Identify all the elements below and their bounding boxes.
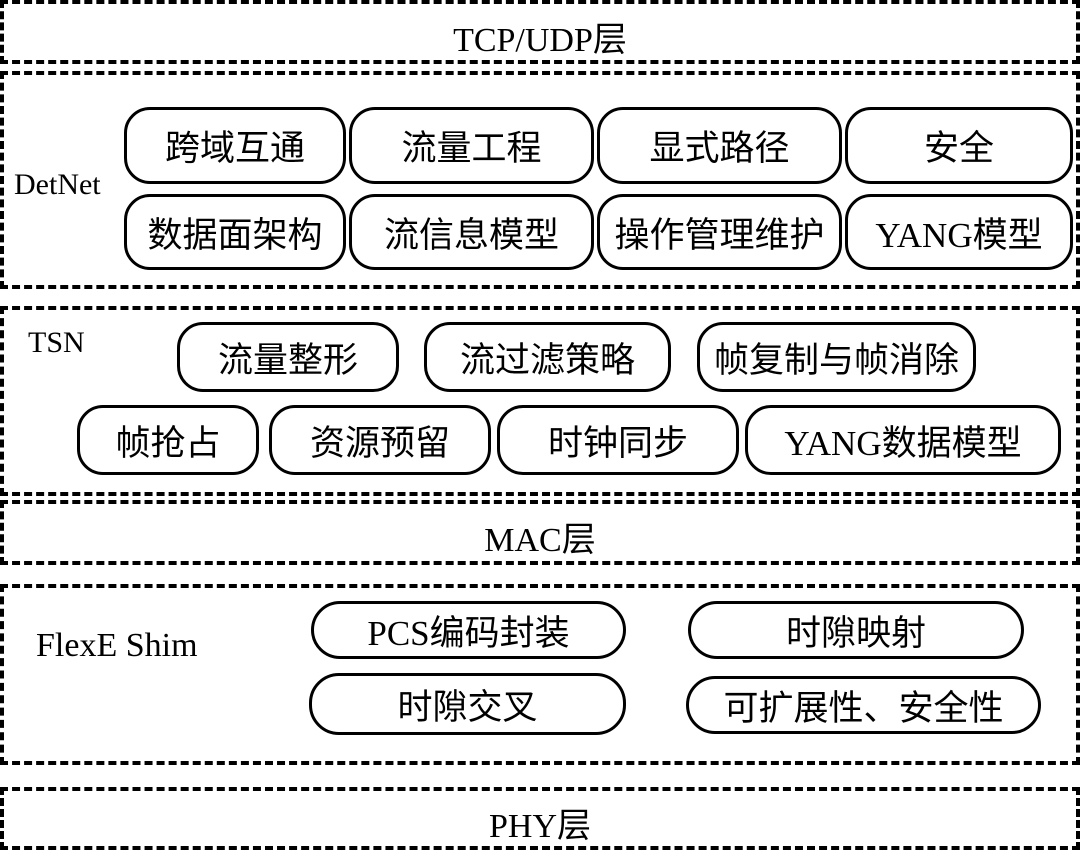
detnet-item: 安全 <box>845 107 1073 184</box>
flexe-layer-label: FlexE Shim <box>36 627 198 664</box>
detnet-item: 跨域互通 <box>124 107 346 184</box>
tsn-item: YANG数据模型 <box>745 405 1061 475</box>
detnet-layer <box>0 71 1080 289</box>
tsn-item: 帧抢占 <box>77 405 259 475</box>
tsn-item: 流过滤策略 <box>424 322 671 392</box>
tcp-udp-layer <box>0 0 1080 64</box>
detnet-item: 数据面架构 <box>124 194 346 270</box>
flexe-item: 可扩展性、安全性 <box>686 676 1041 734</box>
tsn-item: 流量整形 <box>177 322 399 392</box>
flexe-layer <box>0 584 1080 765</box>
detnet-layer-label: DetNet <box>14 168 101 201</box>
flexe-item: 时隙交叉 <box>309 673 626 735</box>
detnet-item: 显式路径 <box>597 107 842 184</box>
phy-layer <box>0 787 1080 850</box>
detnet-item: 操作管理维护 <box>597 194 842 270</box>
tcp-udp-layer-label: TCP/UDP层 <box>453 22 627 59</box>
phy-layer-label: PHY层 <box>488 808 592 845</box>
mac-layer-label: MAC层 <box>484 522 596 559</box>
tsn-item: 帧复制与帧消除 <box>697 322 976 392</box>
tsn-layer <box>0 306 1080 496</box>
flexe-item: 时隙映射 <box>688 601 1024 659</box>
detnet-item: 流信息模型 <box>349 194 594 270</box>
tsn-layer-label: TSN <box>28 326 85 359</box>
mac-layer <box>0 500 1080 565</box>
tsn-item: 资源预留 <box>269 405 491 475</box>
detnet-item: YANG模型 <box>845 194 1073 270</box>
flexe-item: PCS编码封装 <box>311 601 626 659</box>
tsn-item: 时钟同步 <box>497 405 739 475</box>
detnet-item: 流量工程 <box>349 107 594 184</box>
